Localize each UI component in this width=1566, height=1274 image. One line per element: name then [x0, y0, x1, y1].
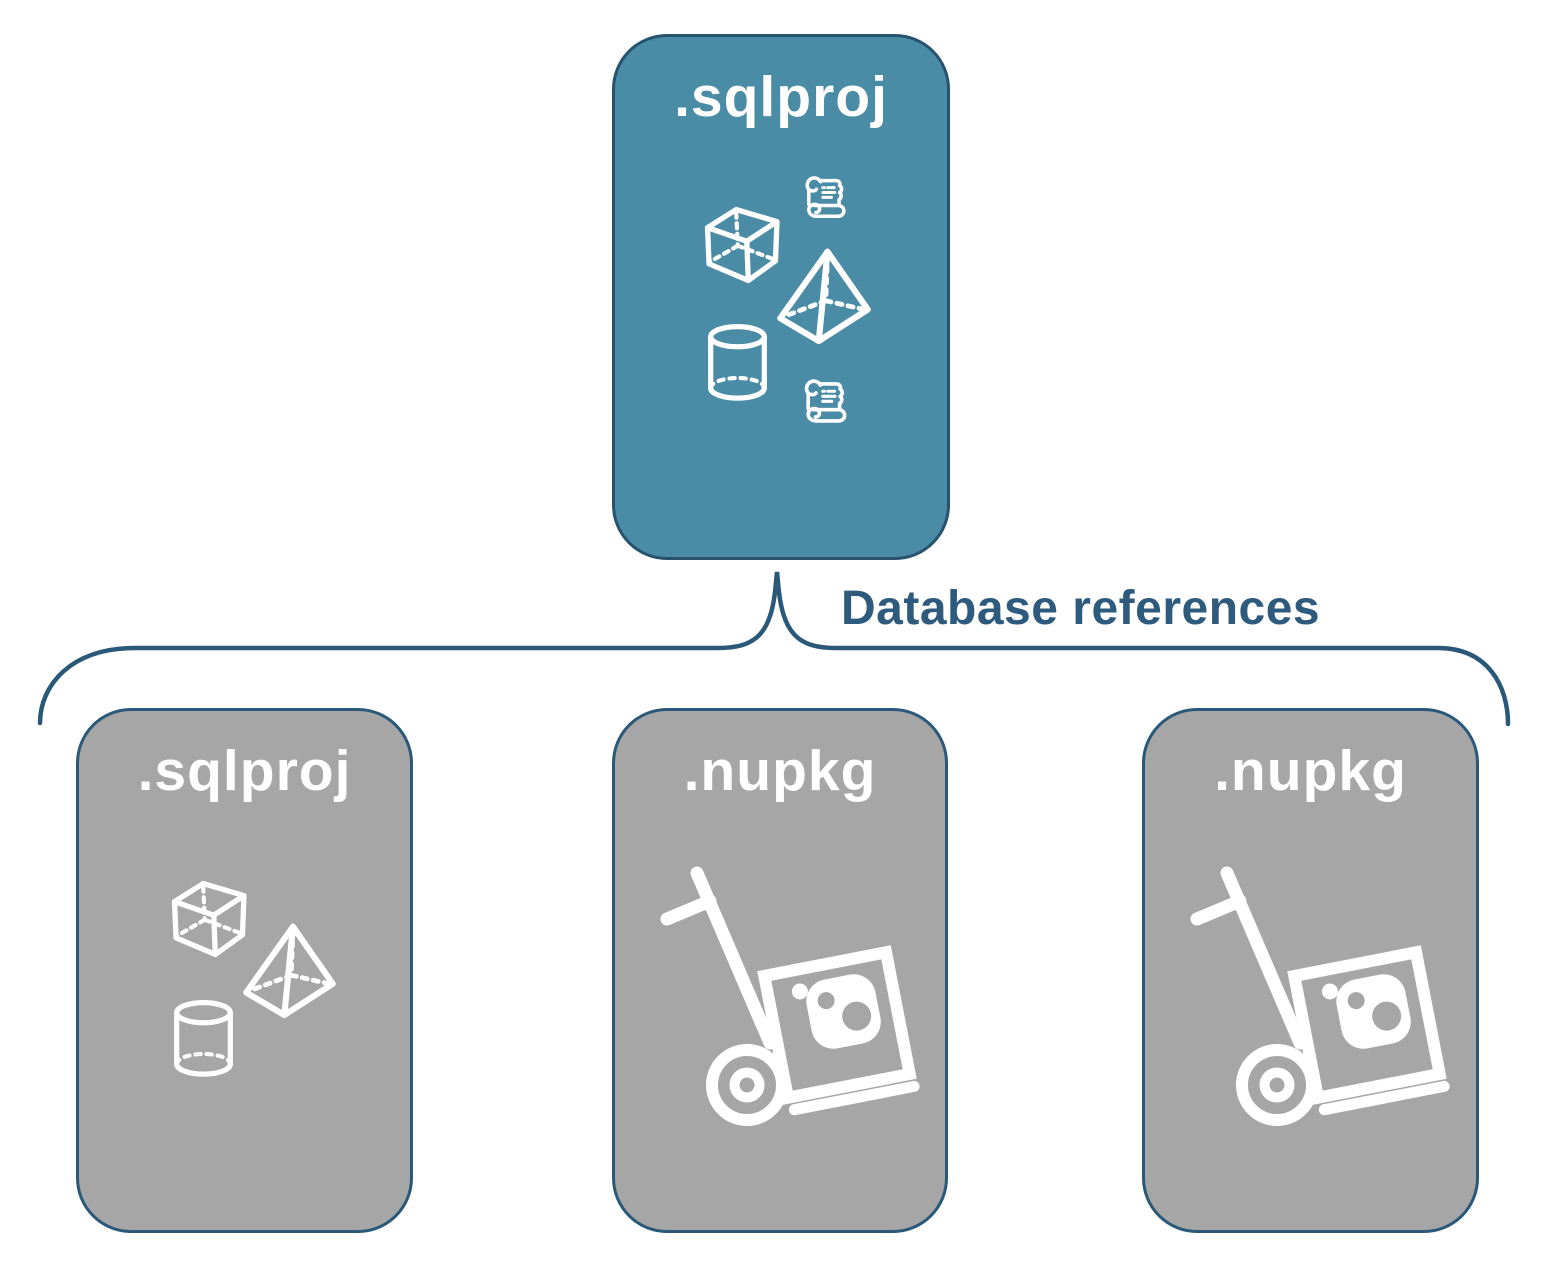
child-box-nupkg: .nupkg	[612, 708, 948, 1233]
cube-icon	[704, 206, 780, 284]
pyramid-icon	[777, 248, 871, 345]
child-box-label: .nupkg	[1214, 739, 1407, 803]
scroll-icon	[804, 379, 847, 423]
pyramid-icon	[243, 923, 336, 1019]
scroll-icon	[805, 176, 846, 219]
root-box-sqlproj: .sqlproj	[612, 34, 950, 560]
database-references-brace	[37, 571, 1511, 727]
cylinder-icon	[174, 1000, 233, 1077]
root-box-label: .sqlproj	[674, 65, 888, 129]
cylinder-icon	[708, 324, 767, 401]
child-box-label: .sqlproj	[137, 739, 352, 803]
child-box-nupkg: .nupkg	[1142, 708, 1479, 1233]
connector-label: Database references	[841, 582, 1321, 635]
nuget-hand-truck-icon	[660, 866, 920, 1126]
child-box-sqlproj: .sqlproj	[76, 708, 413, 1233]
nuget-hand-truck-icon	[1190, 866, 1450, 1126]
child-box-label: .nupkg	[683, 739, 877, 803]
cube-icon	[171, 880, 247, 958]
